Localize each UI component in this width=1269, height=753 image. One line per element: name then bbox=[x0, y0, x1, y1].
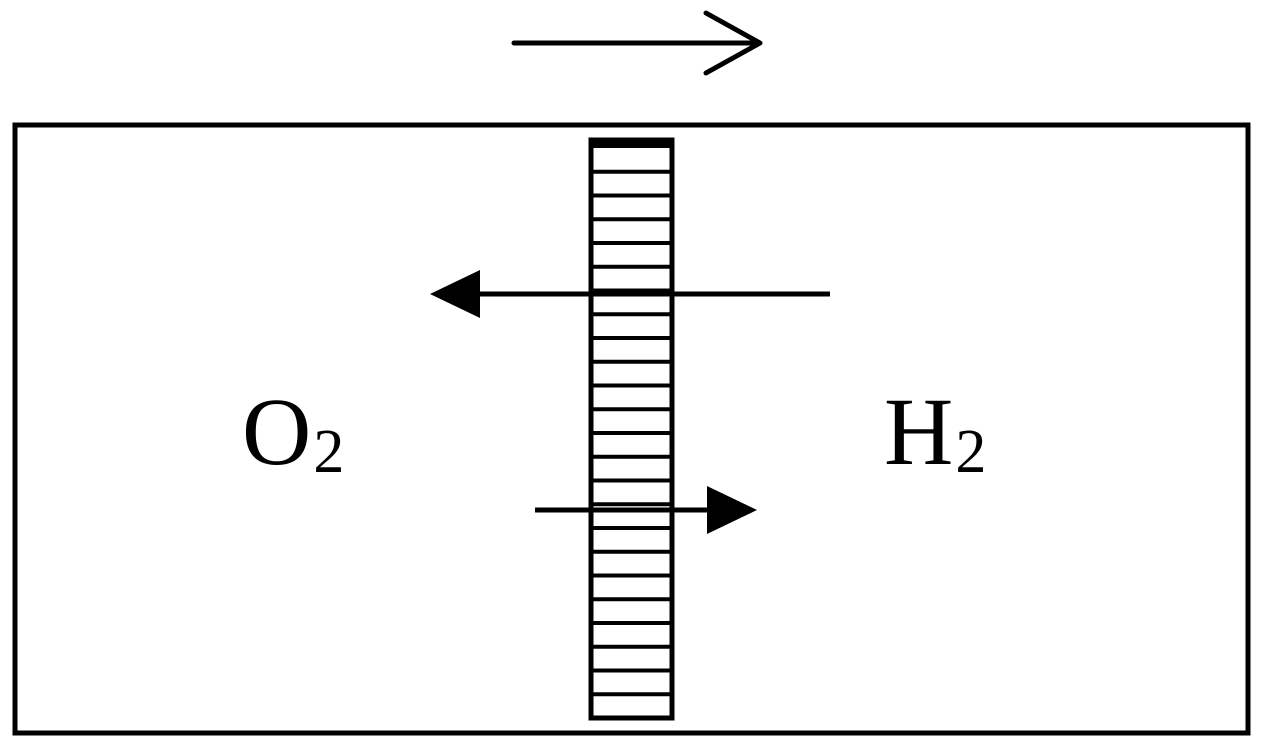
filled-arrow-right-icon bbox=[535, 486, 757, 534]
partition-outline bbox=[588, 137, 675, 721]
gas-subscript-left: 2 bbox=[313, 418, 345, 486]
upper-arrow-head bbox=[430, 270, 480, 318]
lower-arrow-head bbox=[707, 486, 757, 534]
filled-arrow-left-icon bbox=[430, 270, 830, 318]
gas-label-left: O2 bbox=[242, 384, 344, 484]
gas-symbol-left: O bbox=[242, 378, 312, 485]
partition-stripes bbox=[591, 169, 672, 697]
gas-symbol-right: H bbox=[884, 378, 954, 485]
open-arrow-right-icon bbox=[511, 10, 763, 76]
gas-label-right: H2 bbox=[884, 384, 986, 484]
partition-top-cap bbox=[591, 140, 672, 148]
container-box bbox=[12, 122, 1251, 736]
porous-partition bbox=[588, 137, 675, 721]
top-arrow-head bbox=[703, 10, 763, 76]
gas-subscript-right: 2 bbox=[955, 418, 987, 486]
